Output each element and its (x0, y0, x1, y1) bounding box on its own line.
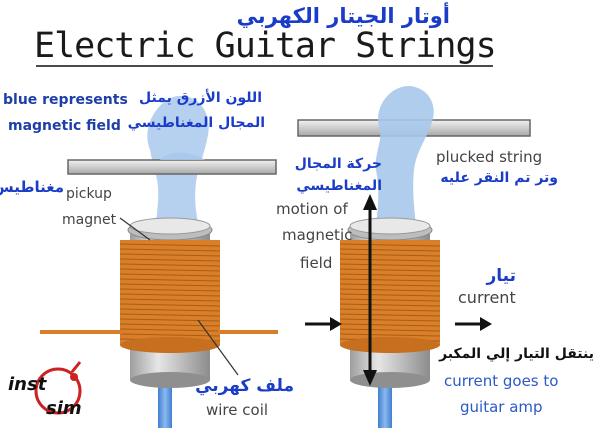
coil-winding (119, 248, 221, 252)
right-coil (340, 240, 440, 345)
coil-winding (119, 278, 221, 282)
coil-winding (119, 253, 221, 257)
title-english: Electric Guitar Strings (34, 26, 497, 66)
coil-winding (119, 243, 221, 247)
logo-text-top: inst (8, 374, 47, 395)
coil-winding (119, 273, 221, 277)
right-magnetic-field (375, 85, 434, 225)
coil-winding (339, 318, 441, 322)
wire-coil-arabic: ملف كهربي (195, 376, 294, 396)
motion-label-line3: field (300, 254, 333, 272)
coil-winding (339, 298, 441, 302)
current-arabic: تيار (486, 266, 517, 286)
pickup-label: pickup (66, 186, 112, 202)
current-goes-label-line1: current goes to (444, 372, 559, 390)
coil-winding (119, 323, 221, 327)
motion-arabic-line2: المغناطيسي (296, 178, 382, 194)
coil-winding (339, 268, 441, 272)
current-goes-arabic: ينتقل التيار إلي المكبر (439, 346, 594, 362)
left-lead-left (40, 330, 122, 334)
coil-winding (119, 263, 221, 267)
coil-winding (119, 283, 221, 287)
coil-winding (119, 318, 221, 322)
left-wire-lead (158, 380, 172, 428)
wire-coil-label: wire coil (206, 401, 269, 419)
coil-winding (339, 263, 441, 267)
right-pickup (297, 85, 531, 428)
coil-winding (119, 268, 221, 272)
plucked-string-arabic: وتر تم النقر عليه (440, 170, 558, 186)
motion-label-line2: magnetic (282, 226, 353, 244)
coil-winding (339, 323, 441, 327)
coil-winding (119, 303, 221, 307)
legend-english-line1: blue represents (3, 92, 128, 108)
coil-winding (339, 253, 441, 257)
coil-winding (339, 288, 441, 292)
coil-winding (339, 313, 441, 317)
coil-winding (339, 328, 441, 332)
coil-winding (339, 308, 441, 312)
coil-winding (119, 313, 221, 317)
coil-winding (339, 243, 441, 247)
coil-winding (339, 248, 441, 252)
motion-label-line1: motion of (276, 200, 348, 218)
coil-winding (339, 293, 441, 297)
coil-winding (339, 273, 441, 277)
coil-winding (119, 308, 221, 312)
coil-winding (339, 278, 441, 282)
coil-winding (119, 328, 221, 332)
current-goes-label-line2: guitar amp (460, 398, 543, 416)
motion-arabic-line1: حركة المجال (294, 156, 382, 172)
coil-winding (339, 303, 441, 307)
pickup-magnet-pointer (119, 217, 151, 241)
logo-text-bottom: sim (46, 398, 82, 419)
magnet-arabic: مغناطيس (0, 178, 64, 196)
left-pickup (40, 95, 278, 428)
coil-winding (119, 298, 221, 302)
legend-arabic-line2: المجال المغناطيسي (127, 115, 265, 131)
coil-winding (119, 288, 221, 292)
legend-arabic-line1: اللون الأزرق يمثل (139, 90, 262, 106)
coil-winding (339, 283, 441, 287)
left-guitar-string (67, 159, 277, 175)
legend-english-line2: magnetic field (8, 118, 121, 134)
left-lead-right (218, 330, 278, 334)
coil-winding (339, 333, 441, 337)
magnet-label: magnet (62, 212, 117, 228)
coil-winding (119, 258, 221, 262)
coil-winding (119, 293, 221, 297)
instsim-logo (34, 361, 82, 415)
plucked-string-label: plucked string (436, 148, 543, 166)
coil-winding (119, 333, 221, 337)
wire-coil-pointer (197, 319, 239, 376)
current-label: current (458, 288, 516, 307)
coil-winding (339, 258, 441, 262)
title-arabic: أوتار الجيتار الكهربي (236, 4, 450, 28)
